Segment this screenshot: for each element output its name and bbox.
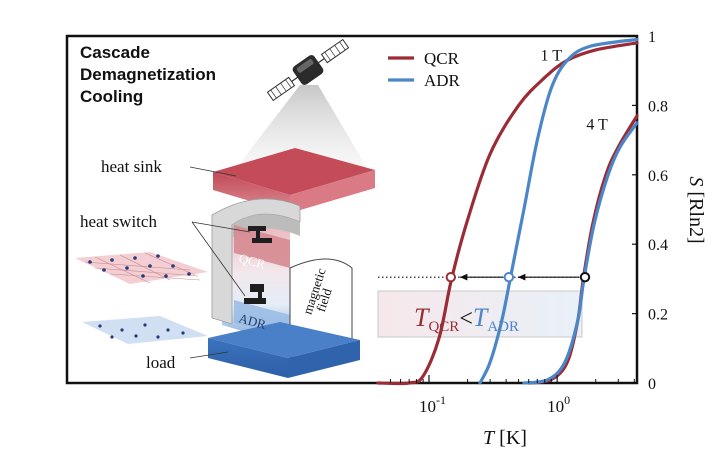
load-front bbox=[208, 338, 288, 378]
field-label-1: 4 T bbox=[586, 117, 608, 134]
load-top bbox=[208, 322, 360, 358]
load-leader bbox=[189, 351, 229, 359]
annotation-part-2: < bbox=[459, 306, 473, 332]
field-label-0: 1 T bbox=[541, 47, 563, 64]
load-label: load bbox=[146, 353, 176, 372]
adr-slab-label: ADR bbox=[237, 310, 268, 332]
x-axis-symbol: T bbox=[483, 427, 496, 449]
annotation-box bbox=[377, 290, 583, 338]
legend-label-adr: ADR bbox=[424, 71, 461, 90]
y-axis-symbol: S bbox=[685, 176, 707, 186]
title-line-3: Cooling bbox=[80, 87, 143, 106]
x-tick-exp-1: 0 bbox=[564, 393, 570, 407]
cooling-illustration: Cascade Demagnetization Cooling heat sin… bbox=[75, 38, 386, 378]
x-tick-label-1: 100 bbox=[547, 393, 570, 416]
heat-sink-top bbox=[213, 148, 375, 195]
heat-sink-leader bbox=[189, 166, 237, 177]
heat-sink-side bbox=[290, 170, 375, 213]
annotation-text: TQCR<TADR bbox=[414, 303, 519, 335]
annotation-part-0: T bbox=[414, 303, 430, 332]
y-tick-label-4: 0.8 bbox=[648, 98, 668, 115]
annotation-part-3: T bbox=[473, 303, 489, 332]
annotation-part-1: QCR bbox=[428, 319, 459, 335]
qcr-slab bbox=[234, 225, 290, 268]
field-label: field bbox=[313, 286, 335, 314]
qcr-lattice bbox=[75, 252, 208, 284]
heat-sink-label: heat sink bbox=[101, 157, 162, 176]
y-tick-label-2: 0.4 bbox=[648, 237, 668, 254]
load-side bbox=[288, 340, 360, 378]
x-tick-base-1: 10 bbox=[547, 397, 564, 416]
series-qcr-4t bbox=[527, 114, 639, 385]
y-tick-label-1: 0.2 bbox=[648, 307, 668, 324]
series-adr-1t bbox=[478, 37, 639, 385]
y-tick-label-5: 1 bbox=[648, 29, 656, 46]
cascade-marker-1 bbox=[503, 271, 515, 283]
title-line-2: Demagnetization bbox=[80, 65, 216, 84]
qcr-slab-label: QCR bbox=[237, 250, 267, 271]
cascade-marker-0 bbox=[579, 271, 591, 283]
x-tick-base-0: 10 bbox=[419, 397, 436, 416]
annotation-part-4: ADR bbox=[487, 319, 519, 335]
heat-switch-label: heat switch bbox=[80, 212, 157, 231]
figure-frame bbox=[65, 34, 639, 385]
y-tick-label-0: 0 bbox=[648, 376, 656, 393]
satellite-icon bbox=[266, 38, 350, 102]
x-tick-label-0: 10-1 bbox=[419, 393, 446, 416]
heat-switch-leader-2 bbox=[191, 221, 246, 297]
series-adr-4t bbox=[522, 121, 639, 385]
y-axis-title: S [Rln2] bbox=[685, 176, 707, 243]
y-tick-label-3: 0.6 bbox=[648, 168, 668, 185]
x-axis-unit: [K] bbox=[494, 427, 527, 449]
x-axis-title: T [K] bbox=[483, 427, 527, 449]
y-axis-unit: [Rln2] bbox=[685, 186, 707, 243]
cascade-marker-2 bbox=[445, 271, 457, 283]
x-tick-exp-0: -1 bbox=[436, 393, 446, 407]
title-line-1: Cascade bbox=[80, 43, 150, 62]
heat-switch-upper bbox=[248, 226, 272, 243]
heat-switch-leader bbox=[191, 221, 251, 233]
heat-switch-lower bbox=[244, 284, 266, 304]
adr-plane bbox=[82, 316, 208, 344]
legend-label-qcr: QCR bbox=[424, 49, 460, 68]
